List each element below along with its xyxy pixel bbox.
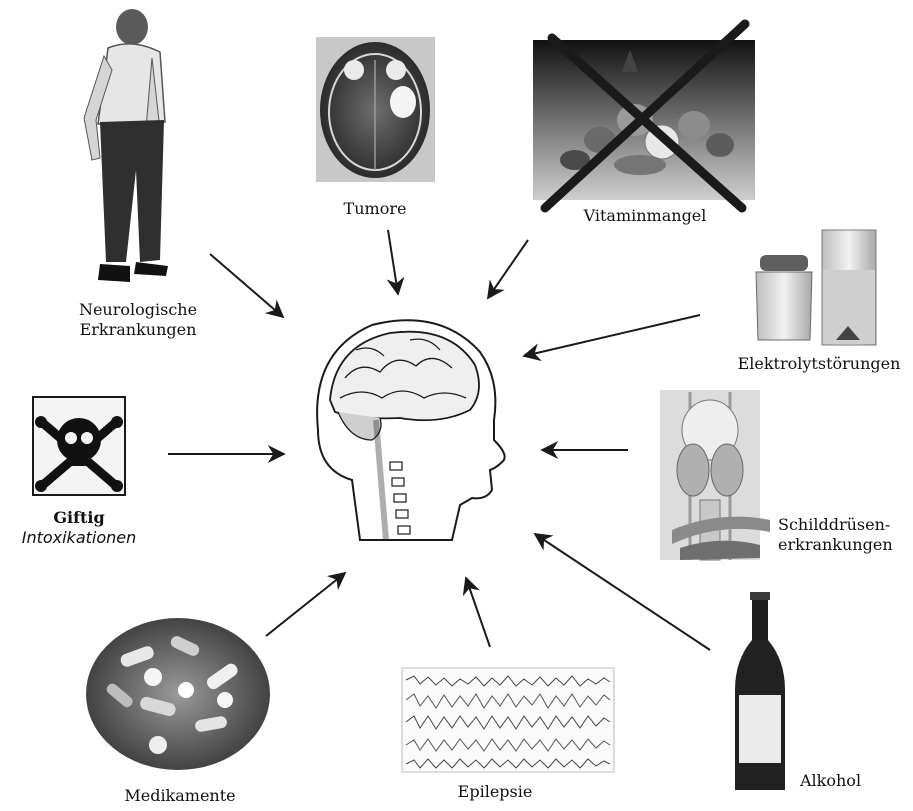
- thyroid-anatomy-icon: [660, 390, 770, 560]
- label-neuro-line2: Erkrankungen: [48, 320, 228, 340]
- label-tumore: Tumore: [310, 199, 440, 219]
- label-epilepsie: Epilepsie: [430, 782, 560, 802]
- salt-and-water-icon: [756, 230, 876, 345]
- label-schilddruesenerkrankungen: Schilddrüsen- erkrankungen: [778, 515, 913, 555]
- label-vitaminmangel: Vitaminmangel: [565, 206, 725, 226]
- eeg-trace-icon: [402, 668, 614, 772]
- label-intoxikationen: Intoxikationen: [0, 528, 158, 548]
- crossed-fruit-icon: [533, 24, 755, 208]
- label-giftig: Giftig Intoxikationen: [0, 508, 158, 548]
- pills-icon: [86, 618, 270, 770]
- stooped-person-icon: [84, 9, 168, 282]
- arrow-medikamente: [266, 573, 345, 636]
- mri-scan-icon: [316, 37, 435, 182]
- label-elektrolytstoerungen: Elektrolytstörungen: [725, 354, 913, 374]
- skull-crossbones-icon: [33, 397, 125, 495]
- arrow-elektrolyt: [524, 315, 700, 356]
- arrow-epilepsie: [466, 578, 490, 647]
- label-schild-line2: erkrankungen: [778, 535, 913, 555]
- wine-bottle-icon: [735, 592, 785, 790]
- label-medikamente: Medikamente: [100, 786, 260, 806]
- arrow-tumore: [388, 230, 398, 294]
- label-neurologische-erkrankungen: Neurologische Erkrankungen: [48, 300, 228, 340]
- label-giftig-bold: Giftig: [0, 508, 158, 528]
- label-neuro-line1: Neurologische: [48, 300, 228, 320]
- label-alkohol: Alkohol: [800, 771, 900, 791]
- label-schild-line1: Schilddrüsen-: [778, 515, 913, 535]
- brain-head-icon: [317, 320, 505, 540]
- arrow-vitamin: [488, 240, 528, 298]
